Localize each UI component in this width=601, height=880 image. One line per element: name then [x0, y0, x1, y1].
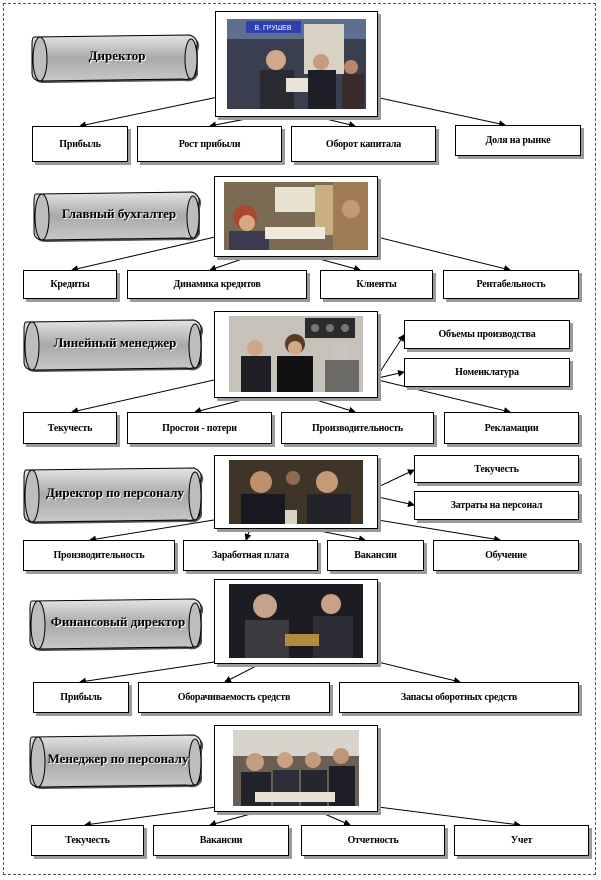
- side-metric-box: Затраты на персонал: [414, 491, 579, 520]
- role-scroll-finance-director: Финансовый директор: [26, 597, 210, 655]
- role-label: Директор по персоналу: [45, 485, 185, 501]
- metric-box: Кредиты: [23, 270, 117, 299]
- role-label: Главный бухгалтер: [61, 206, 177, 222]
- side-metric-box: Номенклатура: [404, 358, 570, 387]
- role-label: Менеджер по персоналу: [47, 751, 189, 767]
- metric-box: Динамика кредитов: [127, 270, 307, 299]
- metric-box: Обучение: [433, 540, 579, 571]
- photo-hr-manager: [214, 725, 378, 812]
- photo-finance-director: [214, 579, 378, 664]
- metric-box: Текучесть: [31, 825, 144, 856]
- role-scroll-hr-manager: Менеджер по персоналу: [26, 733, 210, 793]
- metric-box: Прибыль: [33, 682, 129, 713]
- photo-banner: В. ГРУШЕВ: [254, 25, 291, 32]
- role-scroll-director: Директор: [28, 33, 206, 87]
- role-scroll-line-manager: Линейный менеджер: [20, 318, 210, 376]
- metric-box: Рост прибыли: [137, 126, 282, 162]
- metric-box: Производительность: [23, 540, 175, 571]
- metric-box: Оборот капитала: [291, 126, 436, 162]
- metric-box: Вакансии: [153, 825, 289, 856]
- metric-box: Простои - потери: [127, 412, 272, 444]
- metric-box: Производительность: [281, 412, 434, 444]
- metric-box: Прибыль: [32, 126, 128, 162]
- side-metric-box: Текучесть: [414, 455, 579, 483]
- photo-chief-accountant: [214, 176, 378, 257]
- role-label: Директор: [88, 48, 146, 64]
- metric-box: Доля на рынке: [455, 125, 581, 156]
- metric-box: Учет: [454, 825, 589, 856]
- metric-box: Рентабельность: [443, 270, 579, 299]
- metric-box: Оборачиваемость средств: [138, 682, 330, 713]
- photo-director: В. ГРУШЕВ: [215, 11, 378, 117]
- metric-box: Запасы оборотных средств: [339, 682, 579, 713]
- metric-box: Клиенты: [320, 270, 433, 299]
- side-metric-box: Объемы производства: [404, 320, 570, 349]
- metric-box: Текучесть: [23, 412, 117, 444]
- role-label: Финансовый директор: [50, 614, 186, 630]
- photo-hr-director: [214, 455, 378, 529]
- metric-box: Отчетность: [301, 825, 445, 856]
- metric-box: Заработная плата: [183, 540, 318, 571]
- page-frame: [3, 3, 596, 875]
- metric-box: Вакансии: [327, 540, 424, 571]
- role-scroll-hr-director: Директор по персоналу: [20, 466, 210, 528]
- role-scroll-chief-accountant: Главный бухгалтер: [30, 190, 208, 246]
- photo-line-manager: [214, 311, 378, 398]
- metric-box: Рекламации: [444, 412, 579, 444]
- role-label: Линейный менеджер: [53, 335, 177, 351]
